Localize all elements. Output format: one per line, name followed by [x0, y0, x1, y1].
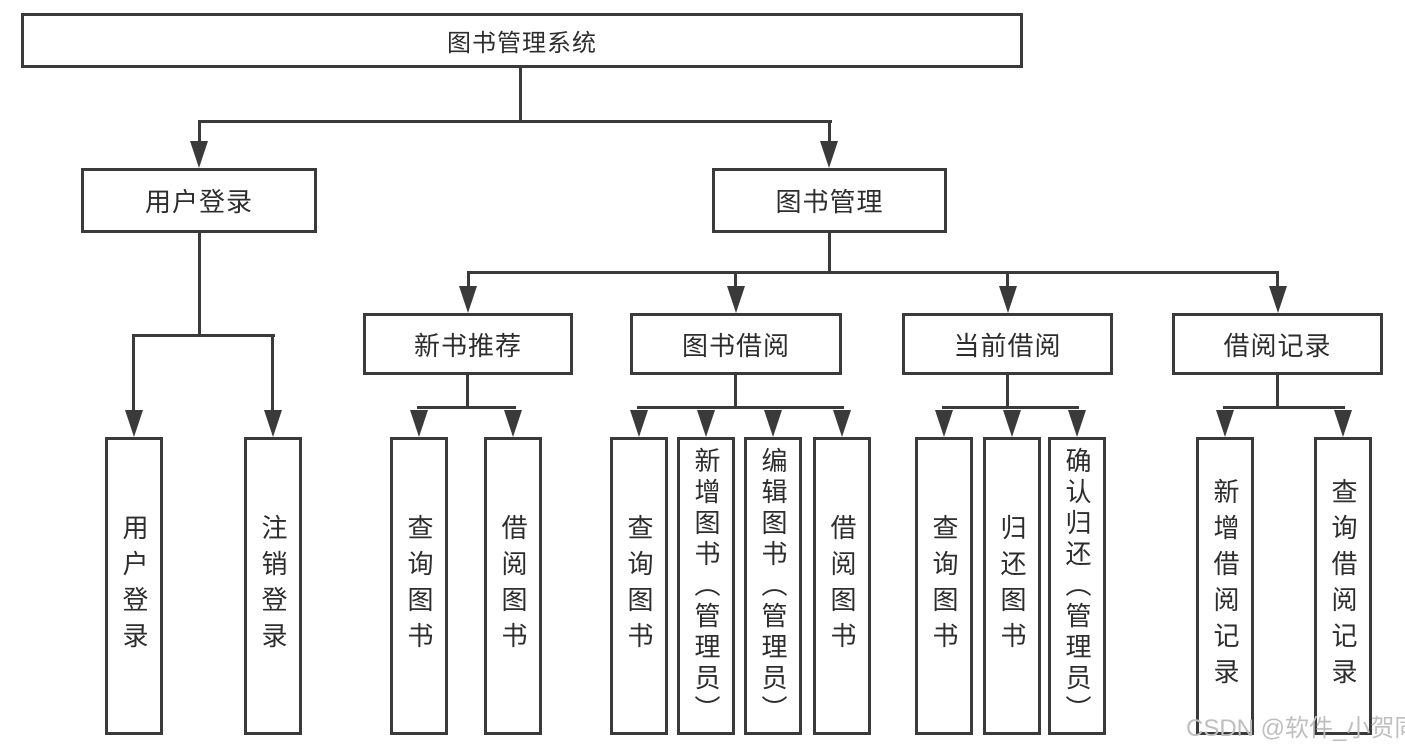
leaf-query-books-recommend-label: 查询图书	[404, 514, 434, 658]
arrow-down-icon	[820, 141, 838, 168]
leaf-query-books-borrow: 查询图书	[610, 437, 668, 735]
connector-vline	[828, 120, 831, 146]
arrow-down-icon	[1269, 286, 1287, 313]
leaf-query-books-current: 查询图书	[915, 437, 973, 735]
leaf-borrow-books: 借阅图书	[813, 437, 871, 735]
arrow-down-icon	[764, 410, 782, 437]
node-user-login: 用户登录	[81, 168, 317, 233]
leaf-user-login: 用户登录	[105, 437, 163, 735]
leaf-logout: 注销登录	[244, 437, 302, 735]
node-book-management-label: 图书管理	[775, 187, 884, 217]
leaf-logout-label: 注销登录	[258, 514, 288, 658]
node-new-book-recommend: 新书推荐	[363, 313, 573, 375]
leaf-confirm-return-admin: 确认归还（管理员）	[1048, 437, 1106, 735]
leaf-add-book-admin: 新增图书（管理员）	[677, 437, 735, 735]
leaf-query-books-borrow-label: 查询图书	[624, 514, 654, 658]
connector-hline	[198, 120, 832, 123]
connector-vline	[198, 120, 201, 146]
arrow-down-icon	[833, 410, 851, 437]
node-borrow-records: 借阅记录	[1172, 313, 1383, 375]
connector-vline	[519, 68, 522, 122]
arrow-down-icon	[410, 410, 428, 437]
arrow-down-icon	[190, 141, 208, 168]
leaf-return-book: 归还图书	[983, 437, 1041, 735]
arrow-down-icon	[697, 410, 715, 437]
node-new-book-recommend-label: 新书推荐	[413, 330, 522, 361]
leaf-query-books-recommend: 查询图书	[390, 437, 448, 735]
leaf-borrow-books-recommend-label: 借阅图书	[498, 514, 528, 658]
arrow-down-icon	[459, 286, 477, 313]
leaf-add-borrow-record: 新增借阅记录	[1196, 437, 1254, 735]
connector-vline	[467, 271, 470, 289]
arrow-down-icon	[1003, 410, 1021, 437]
connector-vline	[466, 375, 469, 409]
connector-vline	[1006, 271, 1009, 289]
leaf-edit-book-admin: 编辑图书（管理员）	[744, 437, 802, 735]
leaf-borrow-books-label: 借阅图书	[827, 514, 857, 658]
leaf-add-book-admin-label: 新增图书（管理员）	[691, 446, 721, 726]
node-current-borrow-label: 当前借阅	[953, 330, 1062, 361]
leaf-query-borrow-record-label: 查询借阅记录	[1328, 478, 1358, 694]
arrow-down-icon	[125, 410, 143, 437]
leaf-edit-book-admin-label: 编辑图书（管理员）	[758, 446, 788, 726]
csdn-watermark: CSDN @软件_小贺同学	[1186, 715, 1405, 742]
node-book-borrow-label: 图书借阅	[681, 330, 790, 361]
connector-hline	[942, 406, 1079, 409]
connector-vline	[1276, 375, 1279, 409]
arrow-down-icon	[727, 286, 745, 313]
node-user-login-label: 用户登录	[144, 187, 253, 217]
connector-vline	[828, 233, 831, 274]
node-root-label: 图书管理系统	[447, 30, 597, 57]
leaf-query-books-current-label: 查询图书	[929, 514, 959, 658]
connector-vline	[132, 334, 135, 414]
connector-vline	[734, 375, 737, 409]
leaf-add-borrow-record-label: 新增借阅记录	[1210, 478, 1240, 694]
arrow-down-icon	[1068, 410, 1086, 437]
arrow-down-icon	[504, 410, 522, 437]
connector-hline	[417, 406, 516, 409]
connector-hline	[132, 334, 275, 337]
arrow-down-icon	[935, 410, 953, 437]
connector-vline	[1276, 271, 1279, 289]
connector-hline	[467, 271, 1279, 274]
connector-vline	[1006, 375, 1009, 409]
connector-vline	[271, 334, 274, 414]
node-borrow-records-label: 借阅记录	[1223, 330, 1332, 361]
leaf-query-borrow-record: 查询借阅记录	[1314, 437, 1372, 735]
node-root: 图书管理系统	[21, 13, 1023, 68]
arrow-down-icon	[630, 410, 648, 437]
arrow-down-icon	[999, 286, 1017, 313]
arrow-down-icon	[264, 410, 282, 437]
node-current-borrow: 当前借阅	[902, 313, 1113, 375]
connector-vline	[198, 233, 201, 336]
arrow-down-icon	[1216, 410, 1234, 437]
connector-vline	[734, 271, 737, 289]
connector-hline	[637, 406, 844, 409]
connector-hline	[1223, 406, 1345, 409]
node-book-management: 图书管理	[712, 168, 947, 233]
leaf-confirm-return-admin-label: 确认归还（管理员）	[1062, 446, 1092, 726]
leaf-borrow-books-recommend: 借阅图书	[484, 437, 542, 735]
arrow-down-icon	[1334, 410, 1352, 437]
leaf-user-login-label: 用户登录	[119, 514, 149, 658]
node-book-borrow: 图书借阅	[630, 313, 842, 375]
leaf-return-book-label: 归还图书	[997, 514, 1027, 658]
